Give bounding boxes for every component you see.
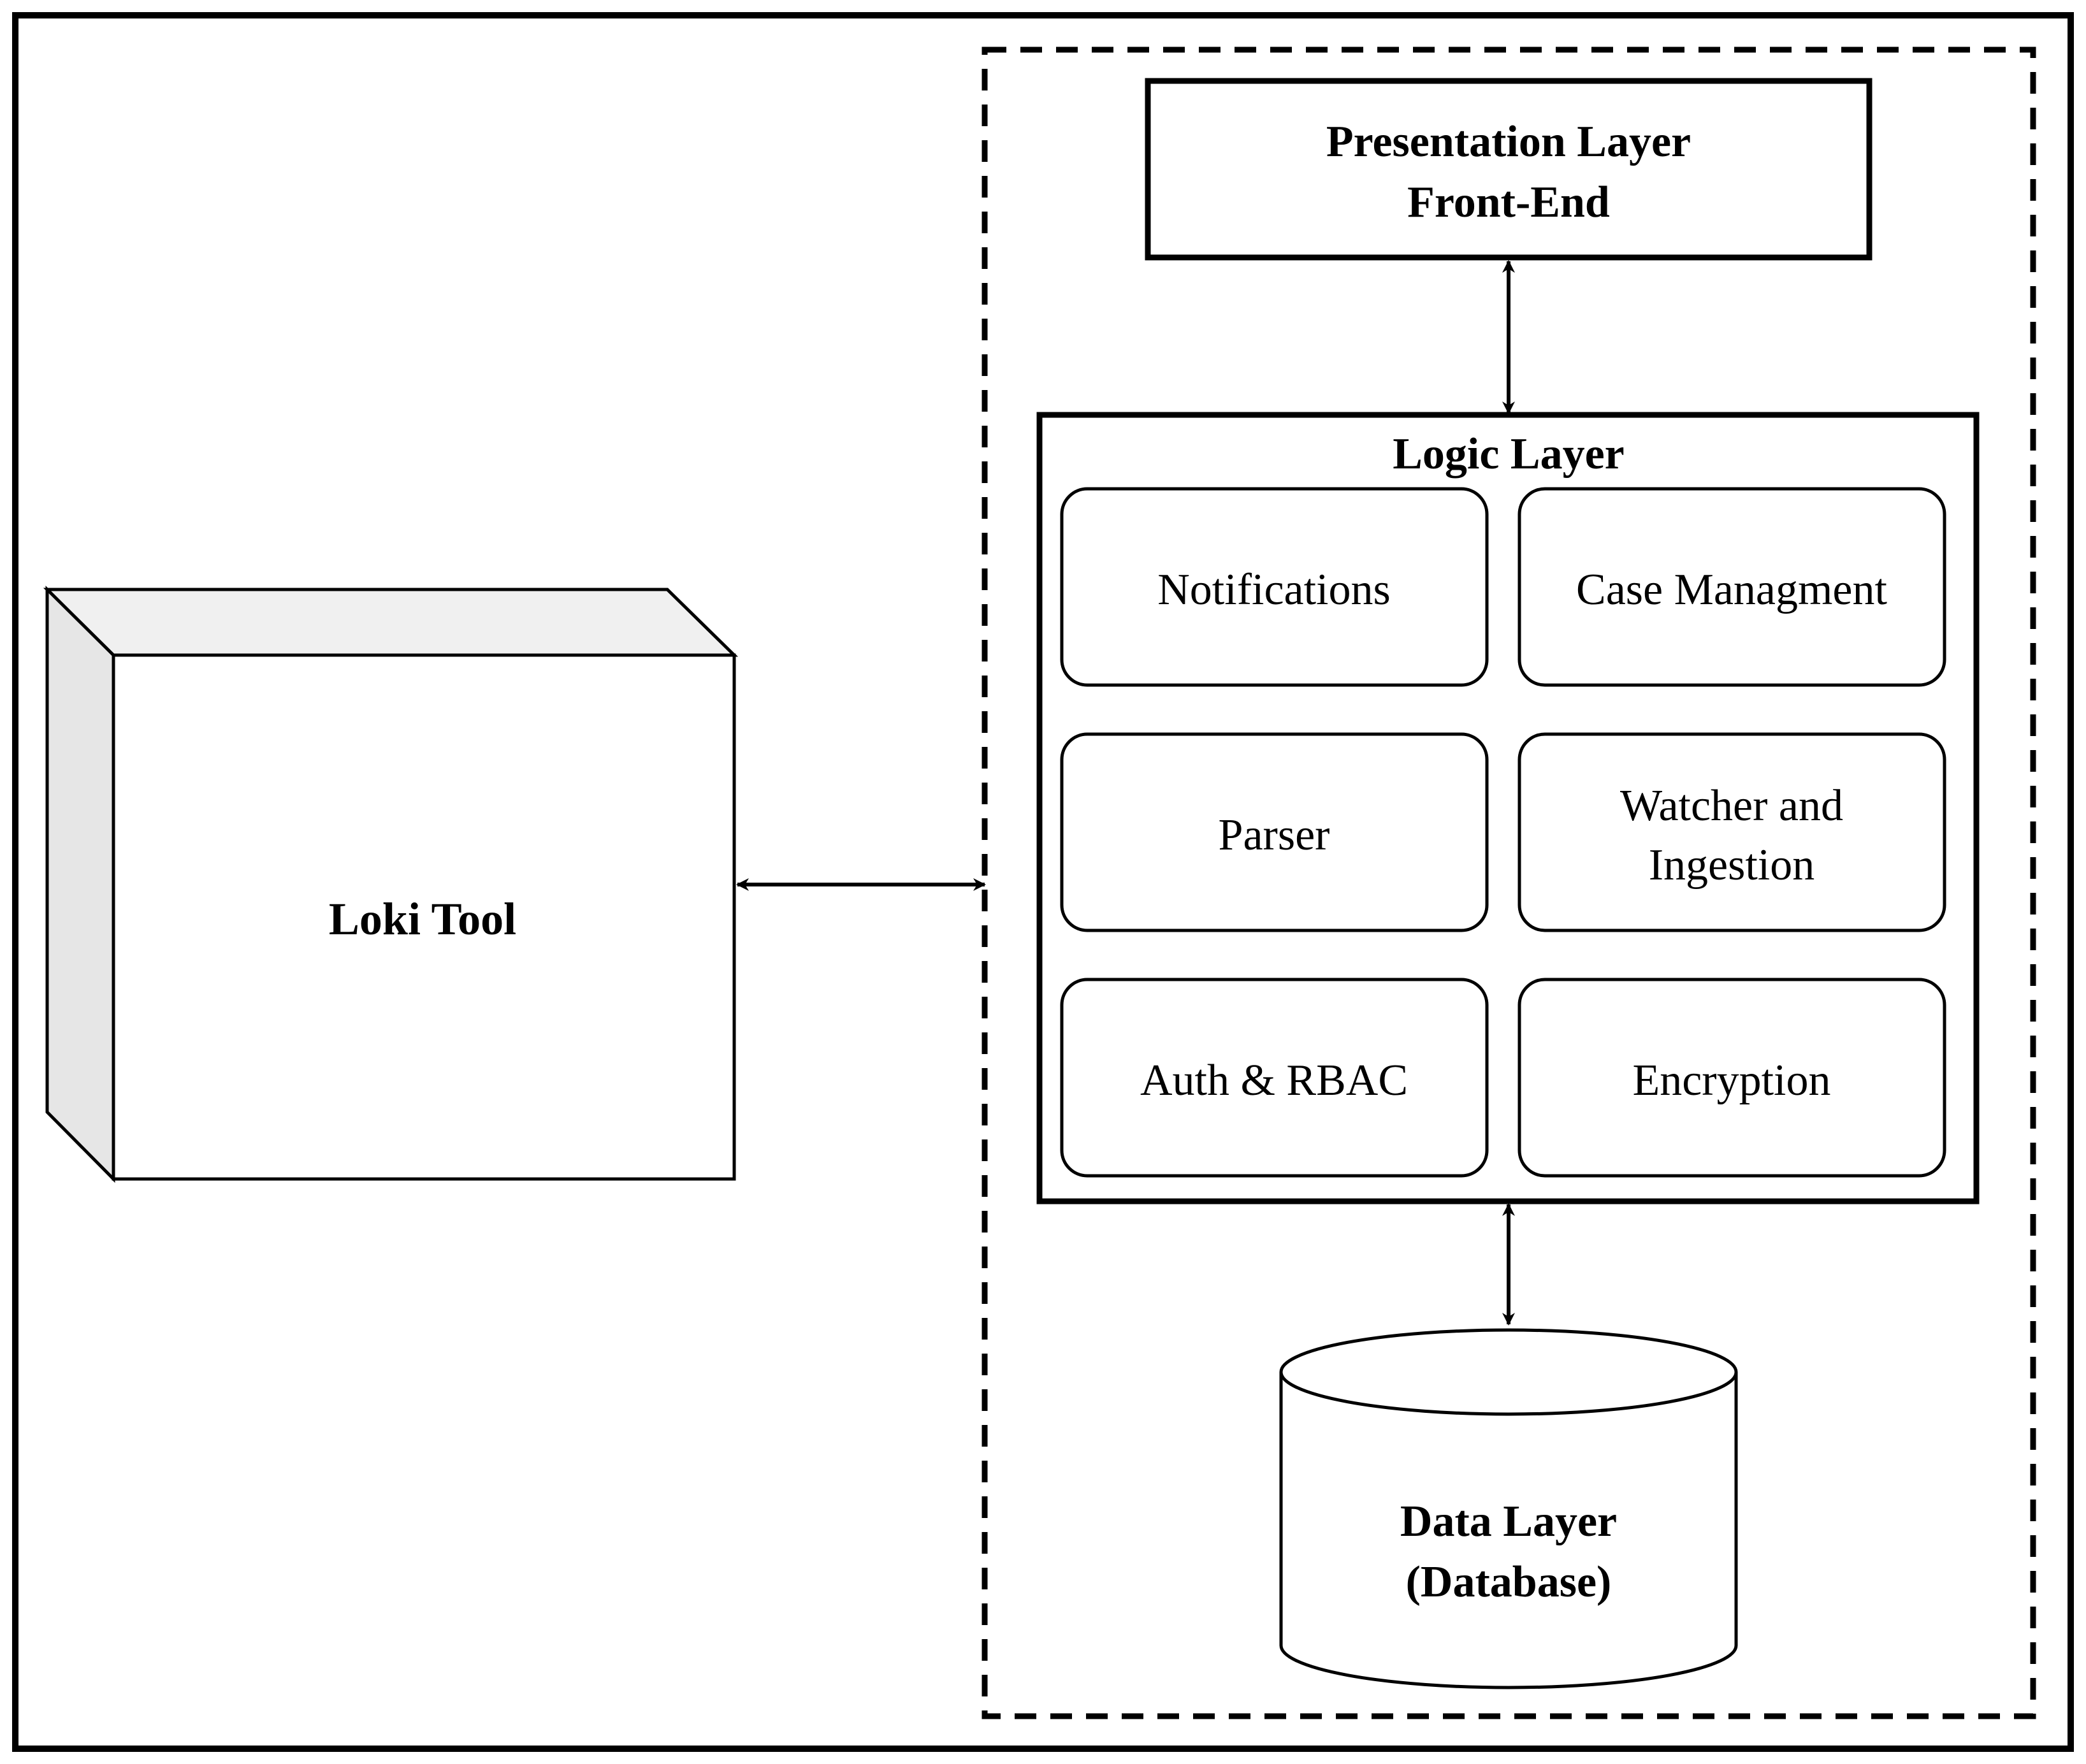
module-label-line1: Watcher and <box>1620 781 1843 830</box>
presentation-layer-title: Presentation Layer <box>1326 117 1691 166</box>
module-label: Parser <box>1219 811 1330 860</box>
module-encryption: Encryption <box>1517 978 1946 1178</box>
loki-tool-side-face <box>45 586 115 1183</box>
module-box <box>1517 487 1946 687</box>
logic-layer: Logic Layer Notifications Case Managment… <box>1036 412 1980 1204</box>
module-notifications: Notifications <box>1060 487 1489 687</box>
data-layer-title: Data Layer <box>1400 1497 1617 1546</box>
module-case-management: Case Managment <box>1517 487 1946 687</box>
loki-tool-node: Loki Tool <box>43 586 739 1183</box>
presentation-layer-subtitle: Front-End <box>1407 178 1610 227</box>
logic-layer-title: Logic Layer <box>1393 430 1625 479</box>
presentation-layer: Presentation Layer Front-End <box>1145 78 1872 261</box>
database-top <box>1279 1328 1738 1416</box>
data-layer-database: Data Layer (Database) <box>1279 1328 1738 1689</box>
loki-tool-front-face <box>112 653 736 1181</box>
module-label: Auth & RBAC <box>1140 1056 1408 1105</box>
module-parser: Parser <box>1060 732 1489 932</box>
presentation-layer-box <box>1145 78 1872 261</box>
module-box <box>1517 732 1946 932</box>
loki-tool-top-face <box>43 588 739 657</box>
module-label: Encryption <box>1632 1056 1830 1105</box>
module-label-line2: Ingestion <box>1649 841 1815 890</box>
module-watcher-ingestion: Watcher and Ingestion <box>1517 732 1946 932</box>
module-box <box>1517 978 1946 1178</box>
module-label: Notifications <box>1157 565 1390 614</box>
module-box <box>1060 487 1489 687</box>
database-body <box>1279 1372 1738 1689</box>
module-auth-rbac: Auth & RBAC <box>1060 978 1489 1178</box>
module-label: Case Managment <box>1576 565 1887 614</box>
data-layer-subtitle: (Database) <box>1406 1558 1612 1607</box>
module-box <box>1060 978 1489 1178</box>
loki-tool-label: Loki Tool <box>329 893 516 944</box>
module-box <box>1060 732 1489 932</box>
